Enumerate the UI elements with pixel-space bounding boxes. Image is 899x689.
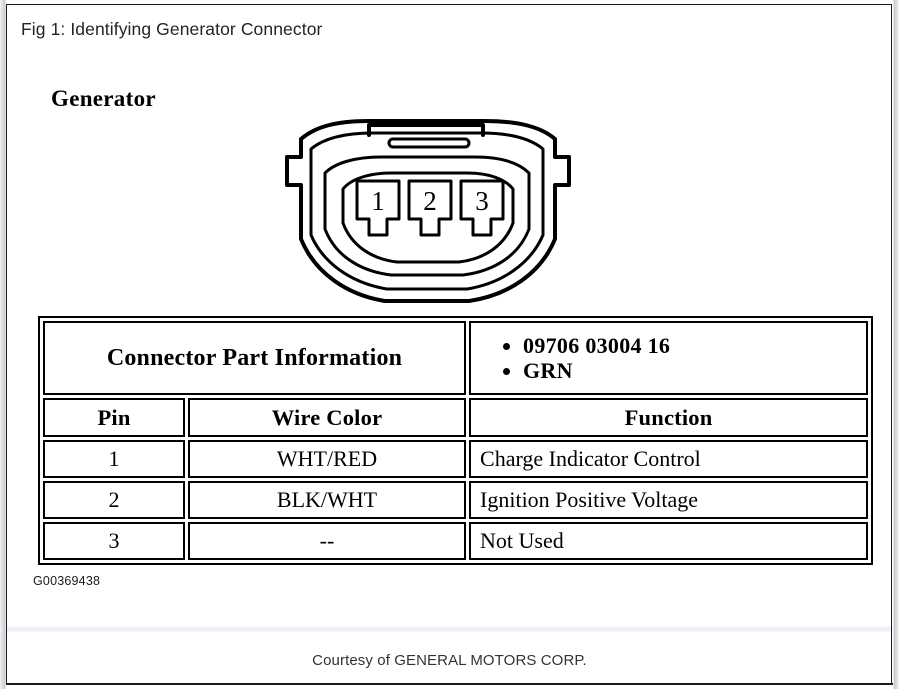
cell-pin: 1 — [43, 440, 185, 478]
part-info-item: 09706 03004 16 — [523, 333, 866, 358]
table-row-part-info: Connector Part Information 09706 03004 1… — [43, 321, 869, 395]
connector-illustration-svg: 1 2 3 — [285, 119, 571, 303]
figure-title: Fig 1: Identifying Generator Connector — [21, 19, 323, 39]
connector-pinout-table: Connector Part Information 09706 03004 1… — [38, 316, 874, 565]
cell-function: Ignition Positive Voltage — [469, 481, 869, 519]
table-row: 2 BLK/WHT Ignition Positive Voltage — [43, 481, 869, 519]
footer-divider — [7, 626, 891, 632]
column-header-function: Function — [469, 398, 869, 437]
connector-part-information-label: Connector Part Information — [43, 321, 467, 395]
cavity-label-2: 2 — [423, 186, 437, 216]
column-header-wire-color: Wire Color — [188, 398, 467, 437]
cavity-label-3: 3 — [475, 186, 489, 216]
page-bottom-rule — [6, 683, 893, 685]
cell-function: Not Used — [469, 522, 869, 560]
column-header-pin: Pin — [43, 398, 185, 437]
cell-wire-color: BLK/WHT — [188, 481, 467, 519]
artwork-id: G00369438 — [33, 574, 101, 588]
connector-part-information-values: 09706 03004 16 GRN — [469, 321, 869, 395]
part-info-item: GRN — [523, 358, 866, 383]
table-row: 3 -- Not Used — [43, 522, 869, 560]
connector-diagram: 1 2 3 — [269, 113, 589, 313]
courtesy-note: Courtesy of GENERAL MOTORS CORP. — [312, 652, 587, 669]
document-sheet: Fig 1: Identifying Generator Connector G… — [6, 4, 892, 685]
cell-wire-color: WHT/RED — [188, 440, 467, 478]
cell-pin: 3 — [43, 522, 185, 560]
cavity-label-1: 1 — [371, 186, 385, 216]
table-header-row: Pin Wire Color Function — [43, 398, 869, 437]
table-row: 1 WHT/RED Charge Indicator Control — [43, 440, 869, 478]
section-heading: Generator — [51, 86, 156, 111]
cell-function: Charge Indicator Control — [469, 440, 869, 478]
cell-wire-color: -- — [188, 522, 467, 560]
cell-pin: 2 — [43, 481, 185, 519]
part-info-list: 09706 03004 16 GRN — [497, 333, 866, 383]
